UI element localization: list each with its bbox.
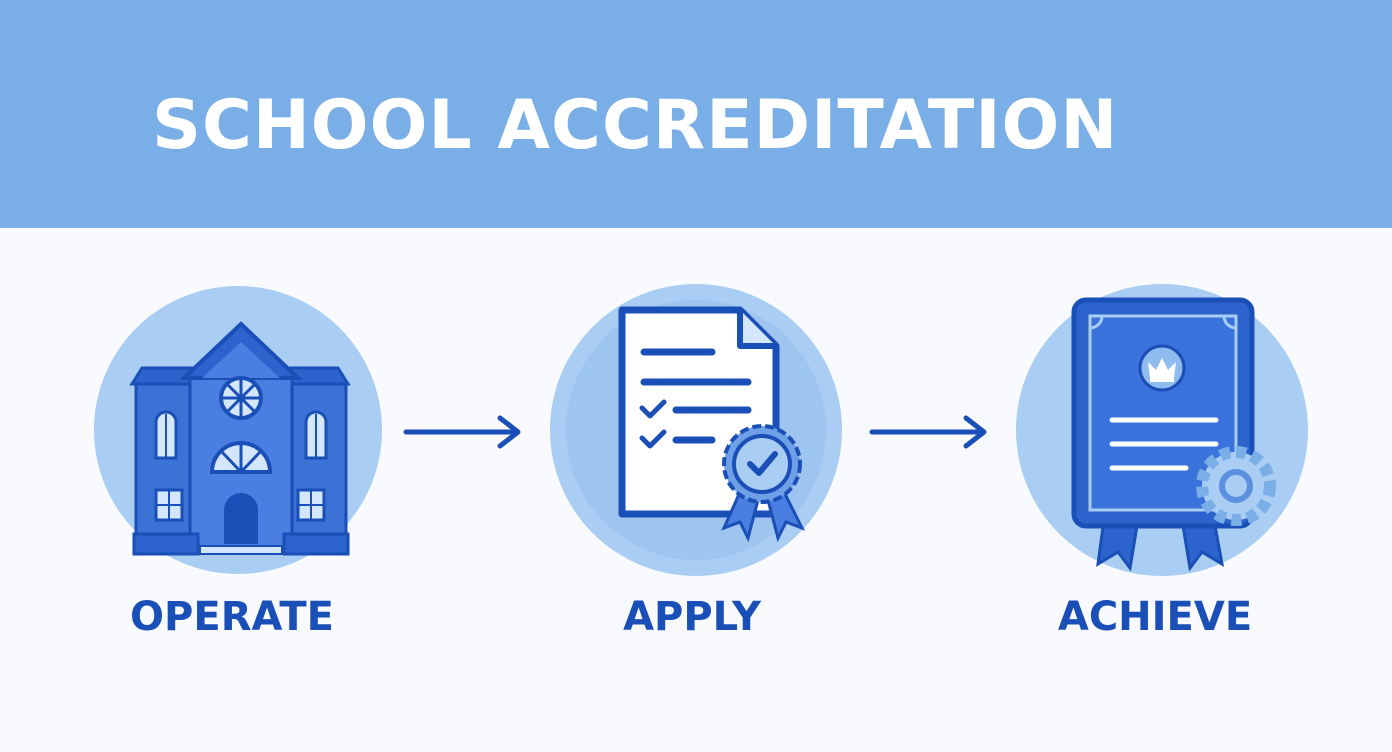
arrow-right-icon xyxy=(869,415,987,449)
page-title: SCHOOL ACCREDITATION xyxy=(152,86,1119,165)
checklist-document-icon xyxy=(550,284,842,576)
header-banner: SCHOOL ACCREDITATION xyxy=(0,0,1392,228)
school-building-icon xyxy=(94,286,382,574)
step-label-achieve: ACHIEVE xyxy=(1057,594,1253,640)
step-apply xyxy=(548,282,844,582)
step-achieve xyxy=(1014,282,1310,582)
step-label-apply: APPLY xyxy=(623,594,761,640)
step-label-operate: OPERATE xyxy=(130,594,334,640)
step-operate xyxy=(92,282,388,582)
certificate-icon xyxy=(1016,284,1308,576)
arrow-right-icon xyxy=(403,415,521,449)
